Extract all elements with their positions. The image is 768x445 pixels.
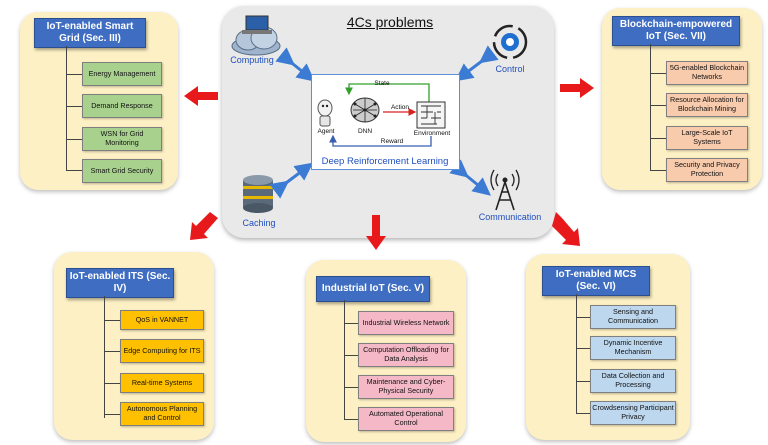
list-item: Smart Grid Security [82, 159, 162, 183]
control-label: Control [495, 64, 525, 74]
red-arrow-down-icon [366, 215, 386, 250]
blockchain-connector [650, 44, 651, 170]
state-label: State [374, 80, 390, 87]
drl-loop [317, 83, 446, 147]
its-header: IoT-enabled ITS (Sec. IV) [66, 268, 174, 298]
dnn-label: DNN [357, 128, 373, 135]
communication-label: Communication [478, 212, 542, 222]
list-item: Demand Response [82, 94, 162, 118]
industrial-header: Industrial IoT (Sec. V) [316, 276, 430, 302]
red-arrow-left-icon [184, 86, 218, 106]
list-item: Security and Privacy Protection [666, 158, 748, 182]
smart-grid-header: IoT-enabled Smart Grid (Sec. III) [34, 18, 146, 48]
caching-label: Caching [242, 218, 276, 228]
list-item: Edge Computing for ITS [120, 339, 204, 363]
4cs-title: 4Cs problems [346, 14, 434, 30]
cloud-computing-icon [231, 15, 281, 56]
environment-label: Environment [413, 130, 451, 137]
blockchain-header: Blockchain-empowered IoT (Sec. VII) [612, 16, 740, 46]
red-arrow-right-icon [560, 78, 594, 98]
list-item: WSN for Grid Monitoring [82, 127, 162, 151]
neural-network-icon [350, 97, 380, 123]
database-icon [243, 175, 273, 213]
its-connector [104, 296, 105, 418]
mcs-connector [576, 294, 577, 414]
list-item: Data Collection and Processing [590, 369, 676, 393]
robot-icon [317, 99, 333, 127]
smart-grid-connector [66, 46, 67, 170]
action-label: Action [390, 104, 410, 111]
list-item: QoS in VANNET [120, 310, 204, 330]
list-item: Autonomous Planning and Control [120, 402, 204, 426]
list-item: Energy Management [82, 62, 162, 86]
list-item: Automated Operational Control [358, 407, 454, 431]
red-arrow-down-left-icon [190, 212, 218, 240]
list-item: Real-time Systems [120, 373, 204, 393]
maze-icon [416, 101, 446, 129]
list-item: Computation Offloading for Data Analysis [358, 343, 454, 367]
antenna-tower-icon [490, 169, 520, 211]
list-item: Resource Allocation for Blockchain Minin… [666, 93, 748, 117]
list-item: 5G-enabled Blockchain Networks [666, 61, 748, 85]
agent-label: Agent [317, 128, 335, 135]
list-item: Dynamic Incentive Mechanism [590, 336, 676, 360]
reward-label: Reward [380, 138, 404, 145]
list-item: Sensing and Communication [590, 305, 676, 329]
industrial-connector [344, 300, 345, 420]
drl-label: Deep Reinforcement Learning [321, 156, 449, 167]
list-item: Large-Scale IoT Systems [666, 126, 748, 150]
gear-icon [492, 24, 528, 60]
computing-label: Computing [230, 55, 274, 65]
mcs-header: IoT-enabled MCS (Sec. VI) [542, 266, 650, 296]
list-item: Crowdsensing Participant Privacy [590, 401, 676, 425]
red-arrow-down-right-icon [552, 212, 580, 246]
list-item: Industrial Wireless Network [358, 311, 454, 335]
list-item: Maintenance and Cyber-Physical Security [358, 375, 454, 399]
